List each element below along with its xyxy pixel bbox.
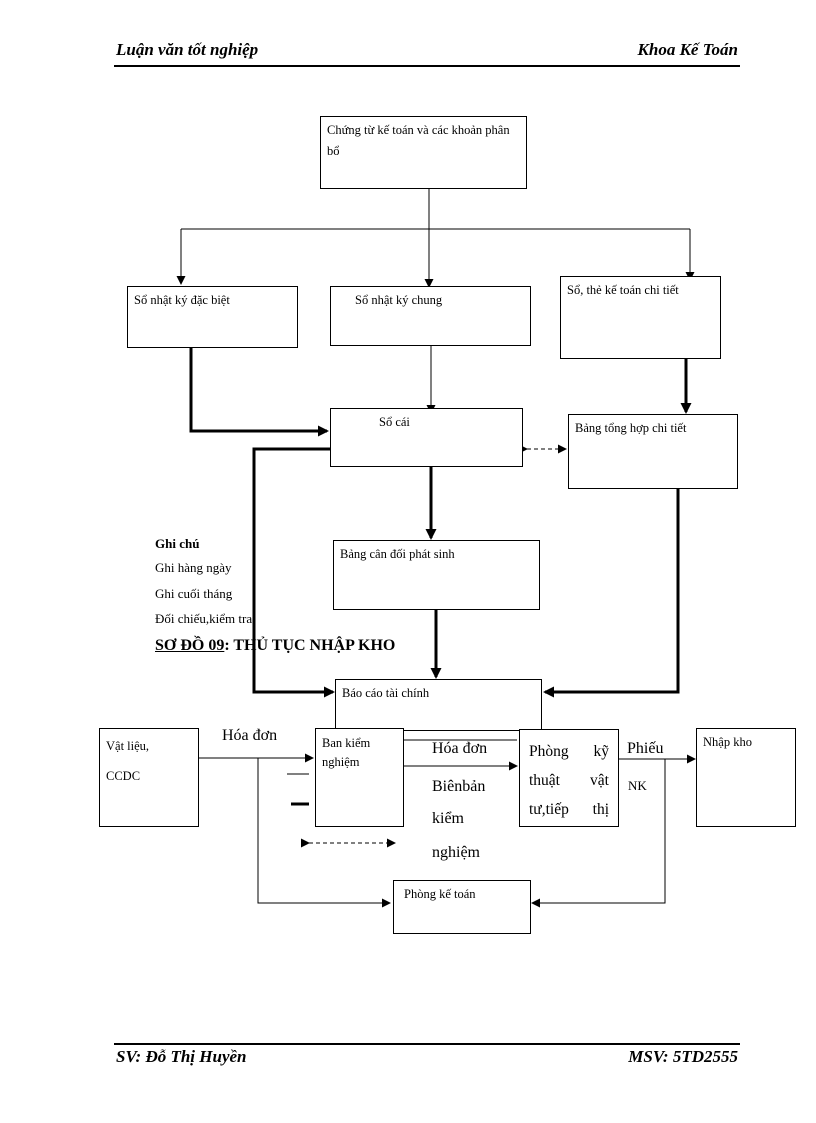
arrow-summary-to-report [543,488,680,698]
label-invoice-1: Hóa đơn [222,727,278,744]
arrow-ledger-to-report [252,447,335,698]
box-general-journal: Sổ nhật ký chung [330,286,531,346]
box-trial-balance: Bảng cân đối phát sinh [333,540,540,610]
box-inspection-board: Ban kiểm nghiệm [315,728,404,827]
box-warehouse: Nhập kho [696,728,796,827]
box-detail-summary: Bảng tổng hợp chi tiết [568,414,738,489]
box-materials: Vật liệu, CCDC [99,728,199,827]
materials-label-2: CCDC [106,769,141,783]
materials-label: Vật liệu, [106,739,150,753]
arrow-special-to-ledger [189,347,329,437]
tech-dept-line-2: thuật vật [529,772,609,789]
diagram2-title: SƠ ĐỒ 09: THỦ TỤC NHẬP KHO [155,637,395,655]
header-right: Khoa Kế Toán [637,40,738,59]
footer-left: SV: Đỗ Thị Huyền [116,1047,247,1066]
tech-dept-line-3: tư,tiếp thị [529,801,609,818]
box-accounting-dept: Phòng kế toán [393,880,531,934]
arrow-receipt-to-accounting [531,759,666,908]
box-general-ledger: Sổ cái [330,408,523,467]
legend-daily: Ghi hàng ngày [155,560,232,575]
footer-rule [114,1043,740,1045]
arrow-invoice-to-accounting [257,758,391,908]
box-detail-books: Sổ, thẻ kế toán chi tiết [560,276,721,359]
label-minutes-1: Biênbản [432,778,486,795]
box-special-journal: Sổ nhật ký đặc biệt [127,286,298,348]
tech-dept-line-1: Phòng kỹ [529,743,609,760]
label-minutes-3: nghiệm [432,844,480,861]
box-tech-dept: Phòng kỹ thuật vật tư,tiếp thị [519,729,619,827]
header-rule [114,65,740,67]
label-minutes-2: kiểm [432,810,464,827]
legend-month-end: Ghi cuối tháng [155,586,233,601]
label-receipt-2: NK [628,778,647,793]
label-receipt-1: Phiếu [627,740,664,757]
footer-right: MSV: 5TD2555 [628,1047,738,1066]
box-accounting-vouchers: Chứng từ kế toán và các khoản phân bổ [320,116,527,189]
header-left: Luận văn tốt nghiệp [116,40,259,59]
label-invoice-2: Hóa đơn [432,740,488,757]
legend-title: Ghi chú [155,536,200,551]
diagram2-title-text: : THỦ TỤC NHẬP KHO [224,637,396,654]
diagram2-title-number: SƠ ĐỒ 09 [155,637,225,654]
box-financial-report: Báo cáo tài chính [335,679,542,731]
legend-check: Đối chiếu,kiểm tra [155,611,253,626]
